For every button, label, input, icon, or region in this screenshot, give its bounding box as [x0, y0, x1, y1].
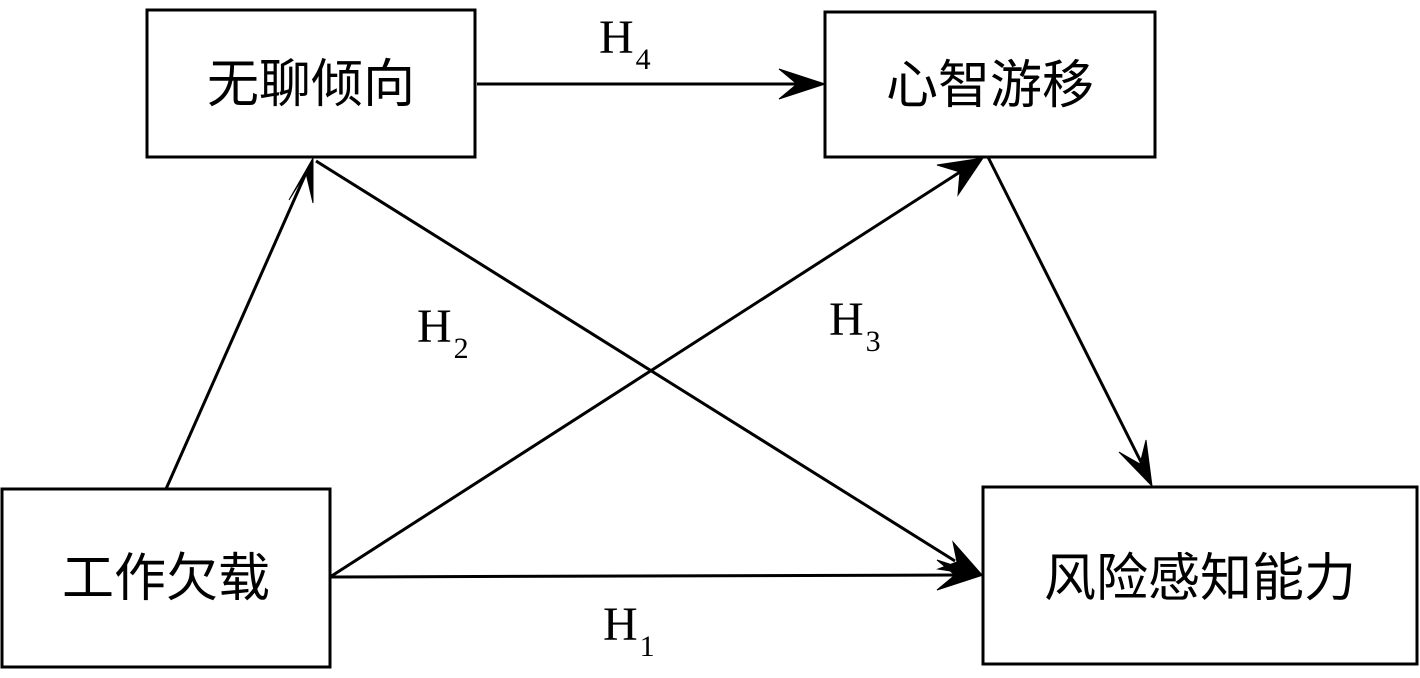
hypothesis-label-h4: H4: [599, 11, 651, 76]
arrowhead-mindwandering-to-risk: [1118, 439, 1153, 488]
node-mind-wandering-box: [823, 10, 1157, 159]
h3-letter: H: [829, 293, 864, 346]
hypothesis-label-h2: H2: [417, 300, 469, 365]
h3-subscript: 3: [866, 325, 881, 358]
arrowhead-boredom-to-mindwandering: [778, 68, 827, 100]
node-mind-wandering: 心智游移: [823, 10, 1157, 159]
edge-underload-to-mindwandering: [329, 170, 961, 579]
arrowhead-underload-to-risk: [936, 559, 985, 591]
h2-subscript: 2: [454, 332, 469, 365]
h4-letter: H: [599, 11, 634, 64]
node-boredom: 无聊倾向: [145, 8, 477, 159]
node-risk-perception: 风险感知能力: [981, 485, 1419, 666]
node-underload: 工作欠载: [0, 487, 332, 669]
node-risk-perception-box: [981, 485, 1419, 666]
edge-boredom-to-risk: [315, 159, 956, 563]
node-boredom-box: [145, 8, 477, 159]
hypothesis-label-h1: H1: [603, 598, 655, 663]
edge-underload-to-boredom: [164, 172, 308, 490]
h2-letter: H: [417, 300, 452, 353]
node-risk-perception-label: 风险感知能力: [1044, 549, 1356, 609]
h4-subscript: 4: [636, 43, 651, 76]
node-underload-label: 工作欠载: [62, 549, 270, 609]
arrowhead-underload-to-boredom: [288, 156, 314, 204]
node-boredom-label: 无聊倾向: [207, 55, 415, 115]
h1-letter: H: [603, 598, 638, 651]
h1-subscript: 1: [640, 630, 655, 663]
edge-mindwandering-to-risk: [986, 156, 1144, 465]
node-mind-wandering-label: 心智游移: [886, 56, 1094, 116]
edge-underload-to-risk: [329, 573, 959, 579]
hypothesis-label-h3: H3: [829, 293, 881, 358]
arrowhead-underload-to-mindwandering: [936, 157, 985, 197]
node-underload-box: [0, 487, 332, 669]
